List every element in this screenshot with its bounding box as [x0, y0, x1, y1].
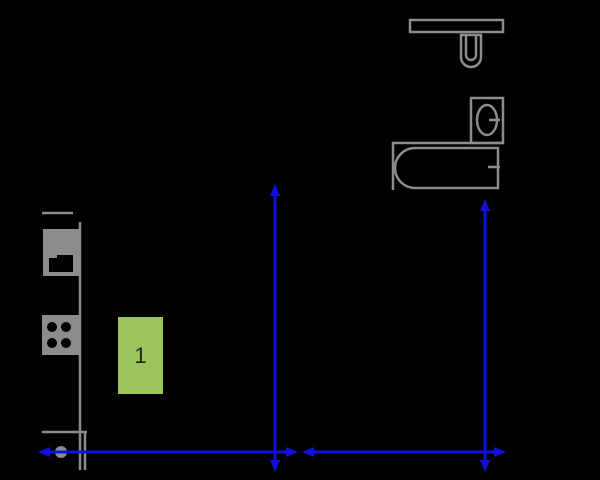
stove-icon [42, 315, 79, 355]
room-tag-label[interactable]: 1 [134, 342, 147, 368]
toilet-icon [408, 18, 505, 69]
dimension-line-horizontal-1 [38, 447, 298, 457]
dimension-line-horizontal-2 [302, 447, 506, 457]
kitchen-counter-wall [42, 211, 87, 470]
dimension-line-vertical-2 [480, 199, 490, 472]
bathtub-icon [391, 141, 503, 190]
fridge-icon [43, 229, 79, 276]
room-tag-box [118, 317, 163, 394]
sink-icon [469, 96, 505, 145]
dimension-line-vertical-1 [270, 184, 280, 472]
